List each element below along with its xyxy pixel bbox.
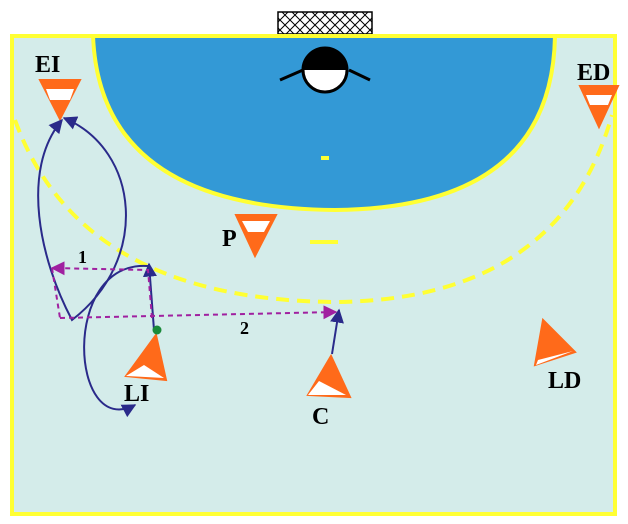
goal-area <box>90 34 558 213</box>
pass-2-arrow <box>59 305 338 320</box>
cone-c-icon <box>306 353 352 399</box>
cone-p-icon <box>234 214 278 259</box>
label-ei: EI <box>35 52 60 78</box>
pass-1-arrow <box>50 261 153 319</box>
label-p: P <box>222 226 237 252</box>
goal-net <box>277 11 373 35</box>
li-loop-arrow <box>83 264 149 418</box>
label-c: C <box>312 404 329 430</box>
label-li: LI <box>124 381 149 407</box>
cone-li-icon <box>124 332 168 382</box>
cone-ld-icon <box>533 317 577 367</box>
goalkeeper-icon <box>279 46 371 94</box>
four-meter-mark <box>321 156 329 160</box>
li-cut-arrow <box>142 262 157 331</box>
label-ld: LD <box>548 368 581 394</box>
c-run-arrow <box>330 308 344 355</box>
label-ed: ED <box>577 60 610 86</box>
ball-icon <box>152 325 162 335</box>
seven-meter-mark <box>310 240 338 244</box>
ei-run-arrow <box>37 116 127 322</box>
label-pass-2: 2 <box>240 318 249 338</box>
free-throw-line <box>13 114 614 305</box>
label-pass-1: 1 <box>78 247 87 267</box>
cone-ei-icon <box>38 79 82 122</box>
cone-ed-icon <box>578 85 620 130</box>
